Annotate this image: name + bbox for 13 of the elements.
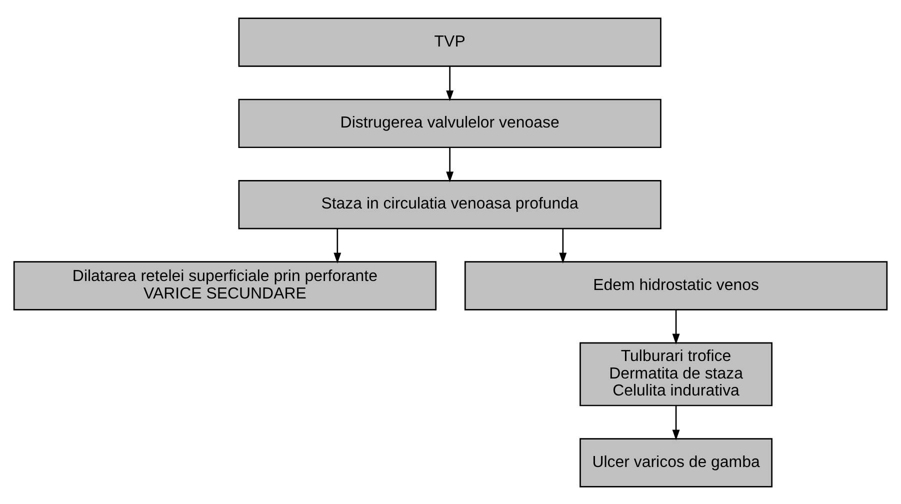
node-box: Distrugerea valvulelor venoase xyxy=(238,98,662,148)
node-box: Ulcer varicos de gamba xyxy=(580,438,772,487)
arrow xyxy=(446,66,454,101)
arrow xyxy=(446,147,454,182)
node-box: Tulburari trofice Dermatita de staza Celulita indurativa xyxy=(580,342,772,406)
node-box: Staza in circulatia venoasa profunda xyxy=(238,179,662,229)
arrow xyxy=(672,309,680,344)
arrow xyxy=(334,228,342,263)
node-box: Edem hidrostatic venos xyxy=(464,260,888,310)
arrow xyxy=(559,228,567,263)
arrow xyxy=(672,405,680,440)
node-box: Dilatarea retelei superficiale prin perforante VARICE SECUNDARE xyxy=(13,260,437,310)
node-box: TVP xyxy=(238,17,662,66)
